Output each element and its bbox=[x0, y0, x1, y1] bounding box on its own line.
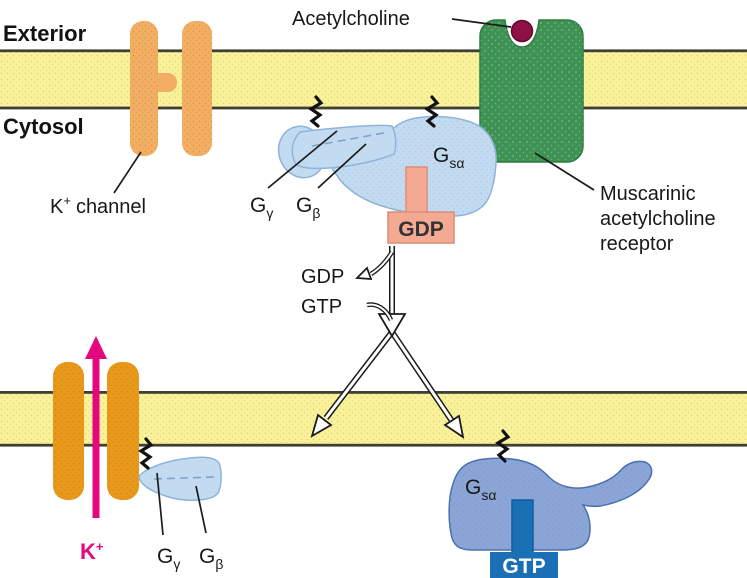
g-beta-label: Gβ bbox=[296, 194, 320, 221]
lipid-anchor-icon bbox=[308, 95, 324, 128]
k-channel-open bbox=[53, 362, 139, 500]
gdp-stem bbox=[405, 166, 428, 216]
gtp-incoming-label: GTP bbox=[301, 296, 342, 318]
g-beta-pointer-line bbox=[317, 143, 367, 189]
g-gamma-label: Gγ bbox=[157, 545, 180, 572]
arrowhead-down bbox=[377, 313, 407, 338]
gtp-box bbox=[490, 552, 558, 578]
g-beta-pointer-line bbox=[195, 485, 207, 534]
lipid-anchor-icon bbox=[424, 95, 440, 128]
g-s-alpha-label: Gsα bbox=[465, 476, 496, 503]
membrane-top-border bbox=[0, 49, 747, 53]
activation-arrow bbox=[310, 246, 465, 439]
gtp-stem bbox=[511, 499, 534, 554]
gdp-box bbox=[387, 211, 455, 244]
svg-text:receptor: receptor bbox=[600, 233, 674, 255]
exterior-label: Exterior bbox=[3, 21, 87, 46]
g-s-alpha-label: Gsα bbox=[433, 144, 464, 171]
svg-text:Muscarinic: Muscarinic bbox=[600, 183, 696, 205]
lipid-anchor-icon bbox=[495, 429, 511, 463]
acetylcholine-ligand bbox=[510, 19, 534, 43]
k-channel-closed bbox=[130, 21, 212, 156]
g-gamma-label: Gγ bbox=[250, 194, 273, 221]
gdp-release-arrowhead bbox=[354, 266, 373, 280]
acetylcholine-label: Acetylcholine bbox=[292, 8, 410, 30]
g-protein-complex-inactive: GDP Gsα bbox=[277, 95, 497, 244]
lipid-anchor-icon bbox=[138, 437, 154, 470]
membrane-bottom-border bbox=[0, 443, 747, 447]
subunit-divider-dashed-line bbox=[153, 476, 215, 480]
membrane-bottom-border bbox=[0, 106, 747, 110]
g-gamma-pointer-line bbox=[156, 472, 164, 536]
cytosol-label: Cytosol bbox=[3, 114, 84, 139]
muscarinic-receptor bbox=[479, 19, 584, 163]
plasma-membrane-top bbox=[0, 49, 747, 110]
gdp-bound-label: GDP bbox=[398, 218, 444, 241]
arrowhead-to-channel bbox=[310, 413, 333, 438]
g-s-alpha-active: GTP Gsα bbox=[448, 429, 653, 578]
k-ion-label: K+ bbox=[80, 539, 104, 564]
k-channel-pointer-line bbox=[113, 151, 142, 194]
g-beta-gamma-dissociated bbox=[138, 437, 222, 501]
k-flux-arrow bbox=[85, 336, 107, 518]
svg-text:acetylcholine: acetylcholine bbox=[600, 208, 716, 230]
receptor-pointer-line bbox=[534, 152, 595, 191]
membrane-top-border bbox=[0, 391, 747, 394]
gdp-released-label: GDP bbox=[301, 266, 344, 288]
k-channel-label: K+channel bbox=[50, 193, 146, 218]
g-gamma-pointer-line bbox=[267, 130, 338, 189]
gtp-bound-label: GTP bbox=[502, 555, 545, 578]
g-beta-label: Gβ bbox=[199, 545, 223, 572]
arrowhead-to-gs-alpha bbox=[443, 414, 465, 439]
muscarinic-receptor-label: Muscarinic acetylcholine receptor bbox=[600, 183, 716, 255]
acetylcholine-pointer-line bbox=[451, 18, 512, 28]
